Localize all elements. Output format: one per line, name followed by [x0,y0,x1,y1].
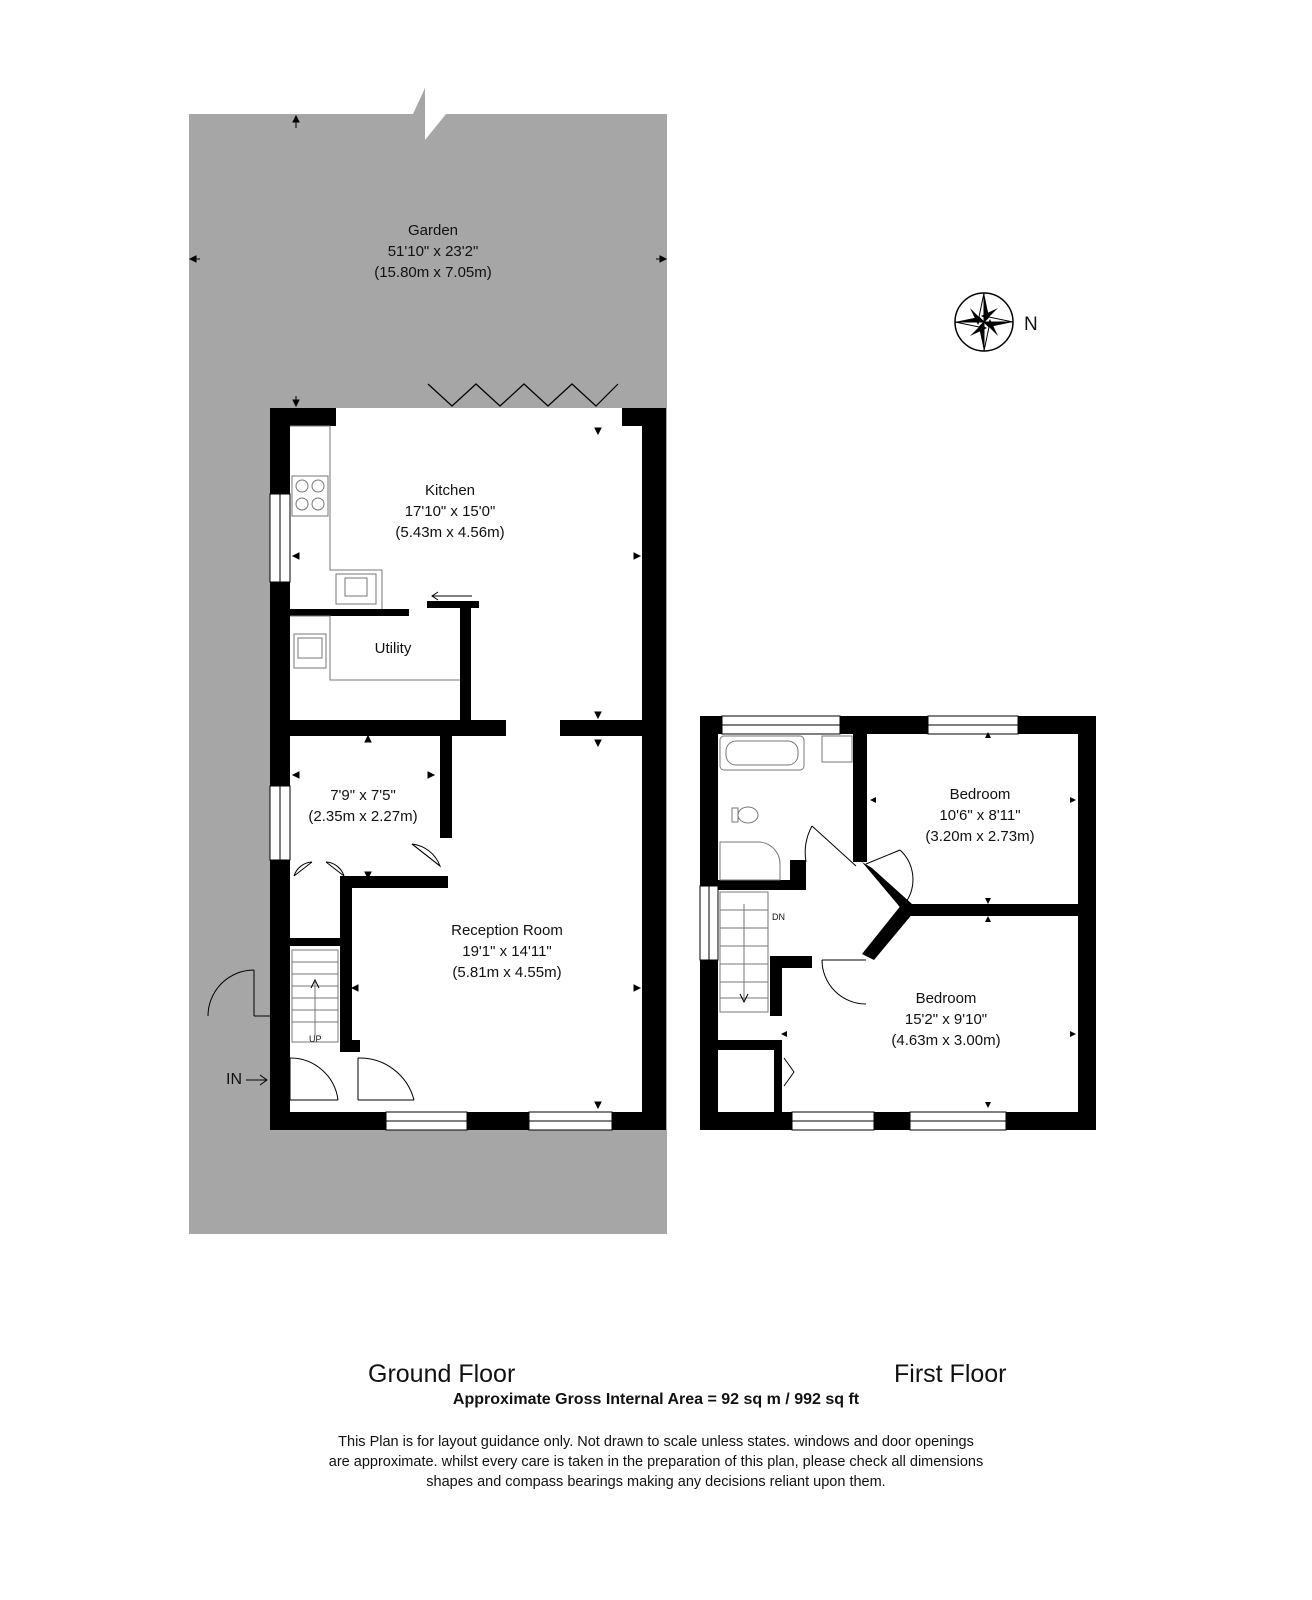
bedroom-2-imperial: 15'2" x 9'10" [904,1011,988,1028]
reception-label: Reception Room 19'1" x 14'11" (5.81m x 4… [407,920,607,983]
kitchen-imperial: 17'10" x 15'0" [404,503,496,520]
entrance-label: IN [226,1071,242,1088]
north-label: N [1024,314,1038,335]
disclaimer-line: This Plan is for layout guidance only. N… [338,1434,974,1450]
reception-metric: (5.81m x 4.55m) [452,964,562,981]
stairs-down-label: DN [772,912,785,922]
utility-label: Utility [343,638,443,659]
bifold-door [427,383,619,407]
bedroom-1-imperial: 10'6" x 8'11" [939,807,1021,824]
garden-imperial: 51'10" x 23'2" [387,243,479,260]
ground-floor-title: Ground Floor [368,1360,516,1388]
bedroom-1-name: Bedroom [949,786,1011,803]
dining-label: 7'9" x 7'5" (2.35m x 2.27m) [288,785,438,827]
bedroom-2-label: Bedroom 15'2" x 9'10" (4.63m x 3.00m) [846,988,1046,1051]
first-floor [699,715,1096,1131]
first-floor-title: First Floor [894,1360,1007,1388]
bedroom-1-metric: (3.20m x 2.73m) [925,828,1035,845]
dining-metric: (2.35m x 2.27m) [308,808,418,825]
disclaimer: This Plan is for layout guidance only. N… [0,1432,1312,1492]
ground-floor [188,114,668,1131]
stairs-up-label: UP [309,1034,322,1044]
dining-imperial: 7'9" x 7'5" [330,787,396,804]
reception-name: Reception Room [451,922,563,939]
garden-label: Garden 51'10" x 23'2" (15.80m x 7.05m) [333,220,533,283]
kitchen-label: Kitchen 17'10" x 15'0" (5.43m x 4.56m) [350,480,550,543]
bedroom-2-name: Bedroom [915,990,977,1007]
gross-area: Approximate Gross Internal Area = 92 sq … [452,1391,860,1408]
garden-metric: (15.80m x 7.05m) [374,264,492,281]
disclaimer-line: shapes and compass bearings making any d… [426,1474,886,1490]
garden-name: Garden [407,222,459,239]
kitchen-name: Kitchen [424,482,476,499]
kitchen-metric: (5.43m x 4.56m) [395,524,505,541]
bedroom-1-label: Bedroom 10'6" x 8'11" (3.20m x 2.73m) [880,784,1080,847]
reception-imperial: 19'1" x 14'11" [462,943,552,960]
utility-name: Utility [374,640,412,657]
compass-rose-icon [954,292,1014,352]
disclaimer-line: are approximate. whilst every care is ta… [328,1454,984,1470]
bedroom-2-metric: (4.63m x 3.00m) [891,1032,1001,1049]
